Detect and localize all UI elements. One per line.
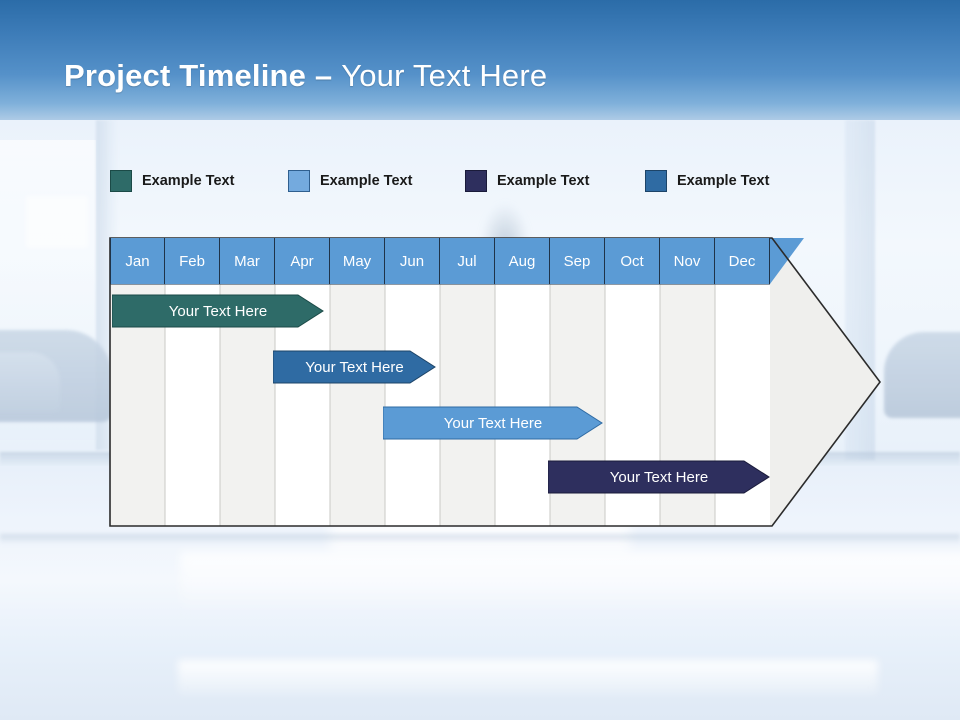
month-label: Jun	[399, 252, 425, 270]
legend-swatch-icon	[465, 170, 487, 192]
legend-swatch-icon	[645, 170, 667, 192]
month-label: Feb	[179, 252, 205, 270]
legend-label: Example Text	[142, 173, 235, 189]
title-band	[0, 0, 960, 120]
legend-label: Example Text	[320, 173, 413, 189]
background-chair-left-2	[0, 352, 60, 412]
task-bar-graphic	[383, 406, 603, 440]
month-label: Dec	[728, 252, 756, 270]
month-header-oct[interactable]: Oct	[605, 238, 660, 284]
background-reflection-line	[0, 534, 960, 544]
timeline-chart: Jan Feb Mar Apr May Jun Jul Aug Sep Oct Nov Dec You…	[108, 236, 883, 528]
task-bar-shape	[548, 460, 770, 494]
month-label: Sep	[563, 252, 591, 270]
header-arrow-wedge	[770, 238, 804, 284]
grid-column-aug	[495, 284, 550, 526]
background-reflection-1	[180, 552, 960, 614]
arrow-tail-region	[770, 238, 880, 526]
month-header-jul[interactable]: Jul	[440, 238, 495, 284]
month-header-apr[interactable]: Apr	[275, 238, 330, 284]
month-header-sep[interactable]: Sep	[550, 238, 605, 284]
grid-column-may	[330, 284, 385, 526]
page-title-rest: Your Text Here	[341, 58, 548, 93]
month-header-aug[interactable]: Aug	[495, 238, 550, 284]
legend-item-2: Example Text	[288, 166, 412, 196]
legend-swatch-icon	[110, 170, 132, 192]
month-label: Mar	[234, 252, 260, 270]
legend-item-4: Example Text	[645, 166, 769, 196]
task-bar-graphic	[112, 294, 324, 328]
month-header-feb[interactable]: Feb	[165, 238, 220, 284]
legend-label: Example Text	[497, 173, 590, 189]
month-label: May	[342, 252, 372, 270]
legend: Example Text Example Text Example Text Exam…	[110, 166, 870, 196]
month-label: Nov	[673, 252, 701, 270]
task-bar-shape	[112, 294, 324, 328]
task-bar-3[interactable]: Your Text Here	[383, 406, 603, 440]
month-label: Jul	[457, 252, 477, 270]
month-header-may[interactable]: May	[330, 238, 385, 284]
task-bar-shape	[383, 406, 603, 440]
month-header-dec[interactable]: Dec	[715, 238, 770, 284]
month-header-jun[interactable]: Jun	[385, 238, 440, 284]
month-header-nov[interactable]: Nov	[660, 238, 715, 284]
month-label: Aug	[508, 252, 536, 270]
legend-label: Example Text	[677, 173, 770, 189]
legend-swatch-icon	[288, 170, 310, 192]
month-header-jan[interactable]: Jan	[110, 238, 165, 284]
task-bar-4[interactable]: Your Text Here	[548, 460, 770, 494]
task-bar-1[interactable]: Your Text Here	[112, 294, 324, 328]
page-title-dash: –	[306, 58, 342, 93]
month-label: Oct	[620, 252, 644, 270]
month-label: Apr	[290, 252, 314, 270]
task-bar-2[interactable]: Your Text Here	[273, 350, 436, 384]
task-bar-shape	[273, 350, 436, 384]
legend-item-1: Example Text	[110, 166, 234, 196]
page-title-bold: Project Timeline	[64, 58, 307, 93]
legend-item-3: Example Text	[465, 166, 589, 196]
grid-column-jun	[385, 284, 440, 526]
background-reflection-2	[178, 660, 878, 696]
month-header-row: Jan Feb Mar Apr May Jun Jul Aug Sep Oct Nov Dec	[110, 238, 770, 284]
background-window-pane	[26, 196, 88, 248]
month-label: Jan	[125, 252, 150, 270]
background-chair-right	[884, 332, 960, 418]
task-bar-graphic	[548, 460, 770, 494]
grid-column-jul	[440, 284, 495, 526]
task-bar-graphic	[273, 350, 436, 384]
month-header-mar[interactable]: Mar	[220, 238, 275, 284]
page-title: Project Timeline – Your Text Here	[64, 58, 547, 94]
